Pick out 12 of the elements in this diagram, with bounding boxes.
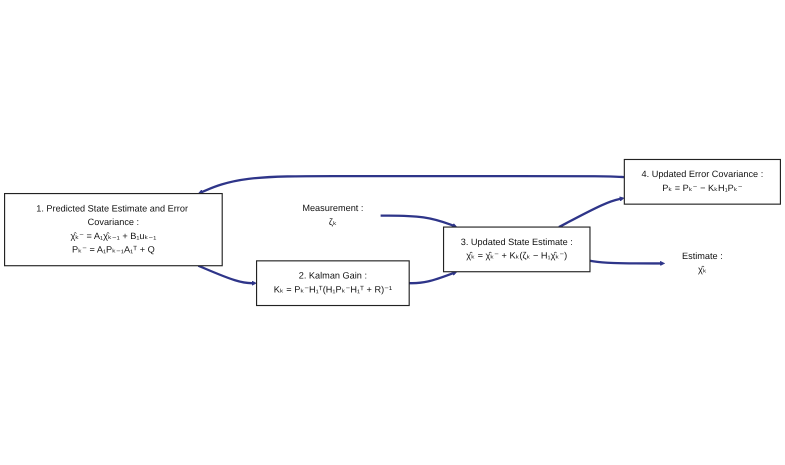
arrow xyxy=(198,264,257,286)
node-box: 4. Updated Error Covariance : Pₖ = Pₖ⁻ − KₖH₁Pₖ⁻ xyxy=(624,158,781,205)
arrow xyxy=(198,174,624,194)
node-text: Measurement : ζₖ xyxy=(302,204,364,228)
arrow xyxy=(409,270,458,284)
node-box: 1. Predicted State Estimate and Error Covariance : χ̂ₖ⁻ = A₁χ̂ₖ₋₁ + B₁uₖ₋₁ Pₖ⁻ = A₁Pₖ₋₁A₁ᵀ + Q xyxy=(4,192,223,266)
node-box: 2. Kalman Gain : Kₖ = Pₖ⁻H₁ᵀ(H₁Pₖ⁻H₁ᵀ + R)⁻¹ xyxy=(256,260,410,306)
arrow xyxy=(558,196,625,228)
arrow xyxy=(590,260,666,266)
arrow xyxy=(380,214,458,228)
node-box: 3. Updated State Estimate : χ̂ₖ = χ̂ₖ⁻ + Kₖ(ζₖ − H₁χ̂ₖ⁻) xyxy=(442,226,591,272)
node-text: Estimate : χ̂ₖ xyxy=(682,251,723,275)
